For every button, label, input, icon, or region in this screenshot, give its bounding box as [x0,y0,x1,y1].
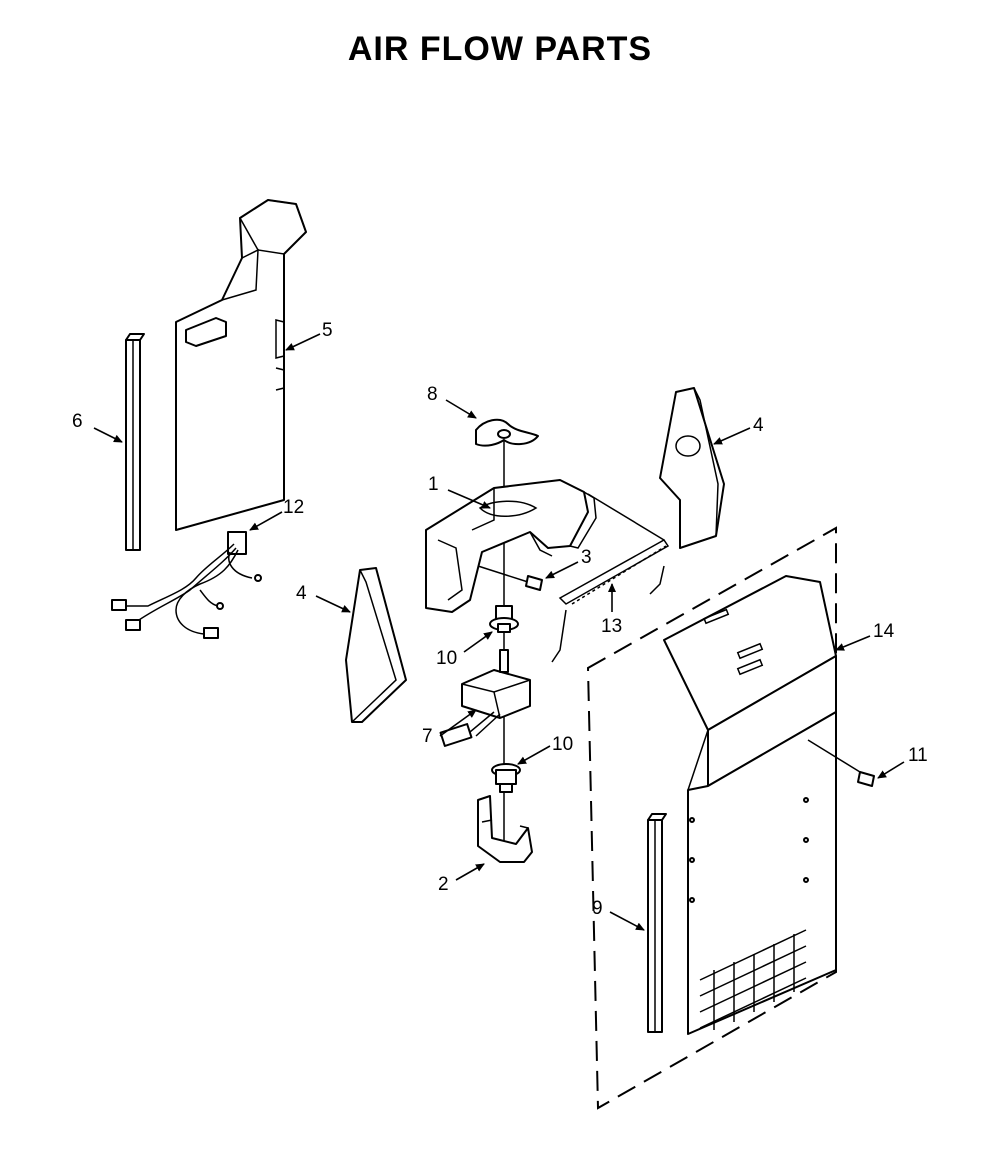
part-6-seal-strip [125,333,145,551]
callout-8: 8 [427,384,438,405]
callout-7: 7 [422,726,433,747]
callout-2: 2 [438,874,449,895]
callout-4-right: 4 [753,415,764,436]
part-11-screw [857,771,875,787]
callout-10-lower: 10 [552,734,573,755]
callout-11: 11 [908,745,928,766]
part-3-screw [477,565,543,591]
callout-13: 13 [601,616,622,637]
part-10-grommet-lower [491,763,521,793]
leader-lines [93,333,905,931]
part-13-foam-strip [551,539,670,663]
callout-4-left: 4 [296,583,307,604]
part-2-motor-bracket [477,795,533,863]
callout-6: 6 [72,411,83,432]
callout-1: 1 [428,474,439,495]
part-14-evaporator-cover [663,575,861,1035]
part-9-seal-strip [647,813,667,1033]
callout-12: 12 [283,497,304,518]
callout-3: 3 [581,547,592,568]
part-7-fan-motor [439,649,531,747]
vent-grille [699,929,807,1030]
part-12-wire-harness [111,531,262,639]
part-1-fan-shroud [425,479,665,613]
part-5-duct-cover [175,199,307,531]
diagram-title: AIR FLOW PARTS [348,30,652,68]
part-8-fan-blade [475,418,539,447]
callout-5: 5 [322,320,333,341]
callout-14: 14 [873,621,895,642]
callout-labels: 1 2 3 4 4 5 6 7 8 9 10 10 11 12 13 14 [72,320,928,919]
callout-9: 9 [592,898,603,919]
part-4-insulation-right [659,387,725,549]
callout-10-upper: 10 [436,648,457,669]
part-14-assembly-outline [586,526,837,1110]
part-10-grommet-upper [489,605,519,633]
part-4-insulation-left [345,567,407,723]
